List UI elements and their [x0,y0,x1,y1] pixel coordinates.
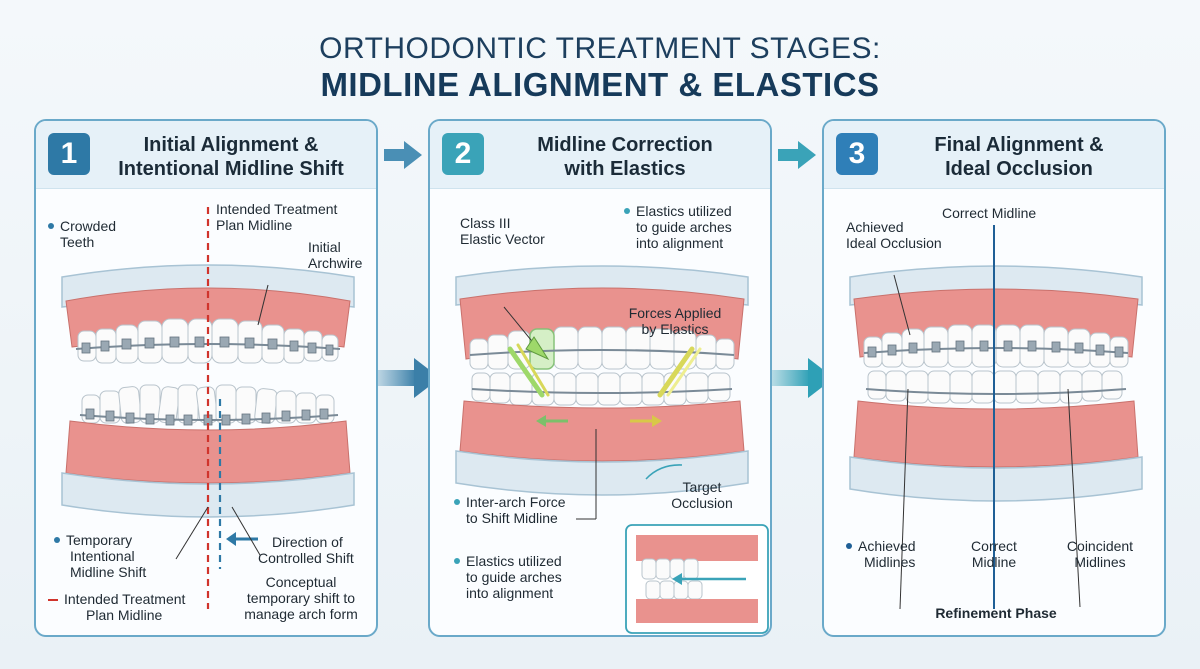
stage-number-badge: 2 [442,133,484,175]
panel-title: Final Alignment & Ideal Occlusion [880,133,1158,181]
label-inter-arch-force: Inter-arch Force to Shift Midline [454,494,566,526]
panel-title-line1: Midline Correction [537,134,713,156]
panel-title-line1: Initial Alignment & [143,134,319,156]
label-conceptual-note: Conceptual temporary shift to manage arc… [244,574,358,622]
label-correct-midline-top: Correct Midline [942,205,1037,221]
stage-arrow-1-2-top [384,141,422,169]
label-achieved-midlines: Achieved Midlines [846,538,916,570]
panel-title-line1: Final Alignment & [934,134,1104,156]
legend-intended-plan-midline: Intended Treatment Plan Midline [48,591,185,623]
stage-panel-3: 3 Final Alignment & Ideal Occlusion [822,119,1166,637]
label-correct-midline-bottom: Correct Midline [971,538,1017,570]
label-coincident-midlines: Coincident Midlines [1066,538,1134,570]
stage-panel-2: 2 Midline Correction with Elastics [428,119,772,637]
stage-arrow-2-3-top [778,141,816,169]
panel-header: 3 Final Alignment & Ideal Occlusion [824,121,1164,189]
lower-teeth [81,384,335,424]
page-title-line1: ORTHODONTIC TREATMENT STAGES: [319,32,881,65]
stage-panel-1: 1 Initial Alignment & Intentional Midlin… [34,119,378,637]
label-class-iii-vector: Class III Elastic Vector [460,215,545,247]
label-elastics-guide-top: Elastics utilized to guide arches into a… [624,203,732,251]
panel-title-line2: Intentional Midline Shift [118,158,344,180]
label-target-occlusion: Target Occlusion [671,479,733,511]
label-forces-applied: Forces Applied by Elastics [628,305,722,337]
label-direction-of-shift: Direction of Controlled Shift [258,534,354,566]
label-temporary-midline-shift: Temporary Intentional Midline Shift [54,532,146,580]
panel-header: 1 Initial Alignment & Intentional Midlin… [36,121,376,189]
stage-number-badge: 3 [836,133,878,175]
stage-number-badge: 1 [48,133,90,175]
page-title-line2: MIDLINE ALIGNMENT & ELASTICS [320,66,880,103]
dental-model-illustration [455,265,769,634]
label-initial-archwire: Initial Archwire [308,239,363,271]
label-crowded-teeth: Crowded Teeth [48,218,116,250]
label-achieved-ideal-occlusion: Achieved Ideal Occlusion [846,219,942,251]
label-refinement-phase: Refinement Phase [935,605,1057,621]
dental-model-illustration [61,207,355,609]
dental-model-illustration [849,225,1143,610]
panel-header: 2 Midline Correction with Elastics [430,121,770,189]
label-intended-plan-midline: Intended Treatment Plan Midline [216,201,338,233]
panel-title-line2: with Elastics [564,158,686,180]
panel-title: Initial Alignment & Intentional Midline … [92,133,370,181]
panel-title-line2: Ideal Occlusion [945,158,1093,180]
panel-title: Midline Correction with Elastics [486,133,764,181]
label-elastics-guide-bottom: Elastics utilized to guide arches into a… [454,553,562,601]
